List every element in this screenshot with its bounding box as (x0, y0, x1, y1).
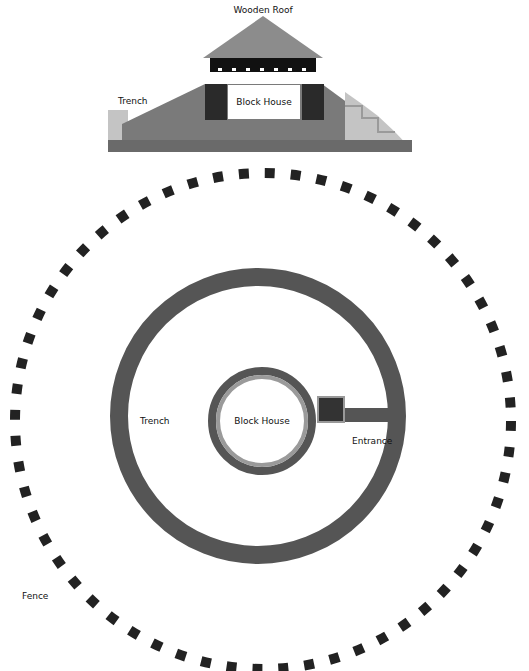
stone-wall (302, 84, 324, 120)
node-text: Block House (234, 416, 289, 427)
trench-label: Trench (118, 96, 148, 107)
entrance-gate (318, 397, 344, 422)
block-house-wall (212, 371, 312, 471)
fence (15, 173, 511, 669)
stone-wall (205, 84, 227, 120)
ground (108, 140, 412, 152)
entrance-label: Entrance (352, 436, 392, 447)
beam-ends (218, 68, 306, 71)
roof-label: Wooden Roof (233, 5, 292, 16)
wooden-roof (203, 16, 323, 58)
fence-label: Fence (22, 591, 48, 602)
node-text: Block House (236, 97, 291, 108)
roof-beam (210, 58, 316, 72)
block-house-inner (218, 377, 306, 465)
block-house-plan: Block House (227, 409, 297, 433)
block-house-section: Block House (228, 85, 300, 119)
trench-label: Trench (140, 416, 170, 427)
steps (345, 106, 395, 132)
